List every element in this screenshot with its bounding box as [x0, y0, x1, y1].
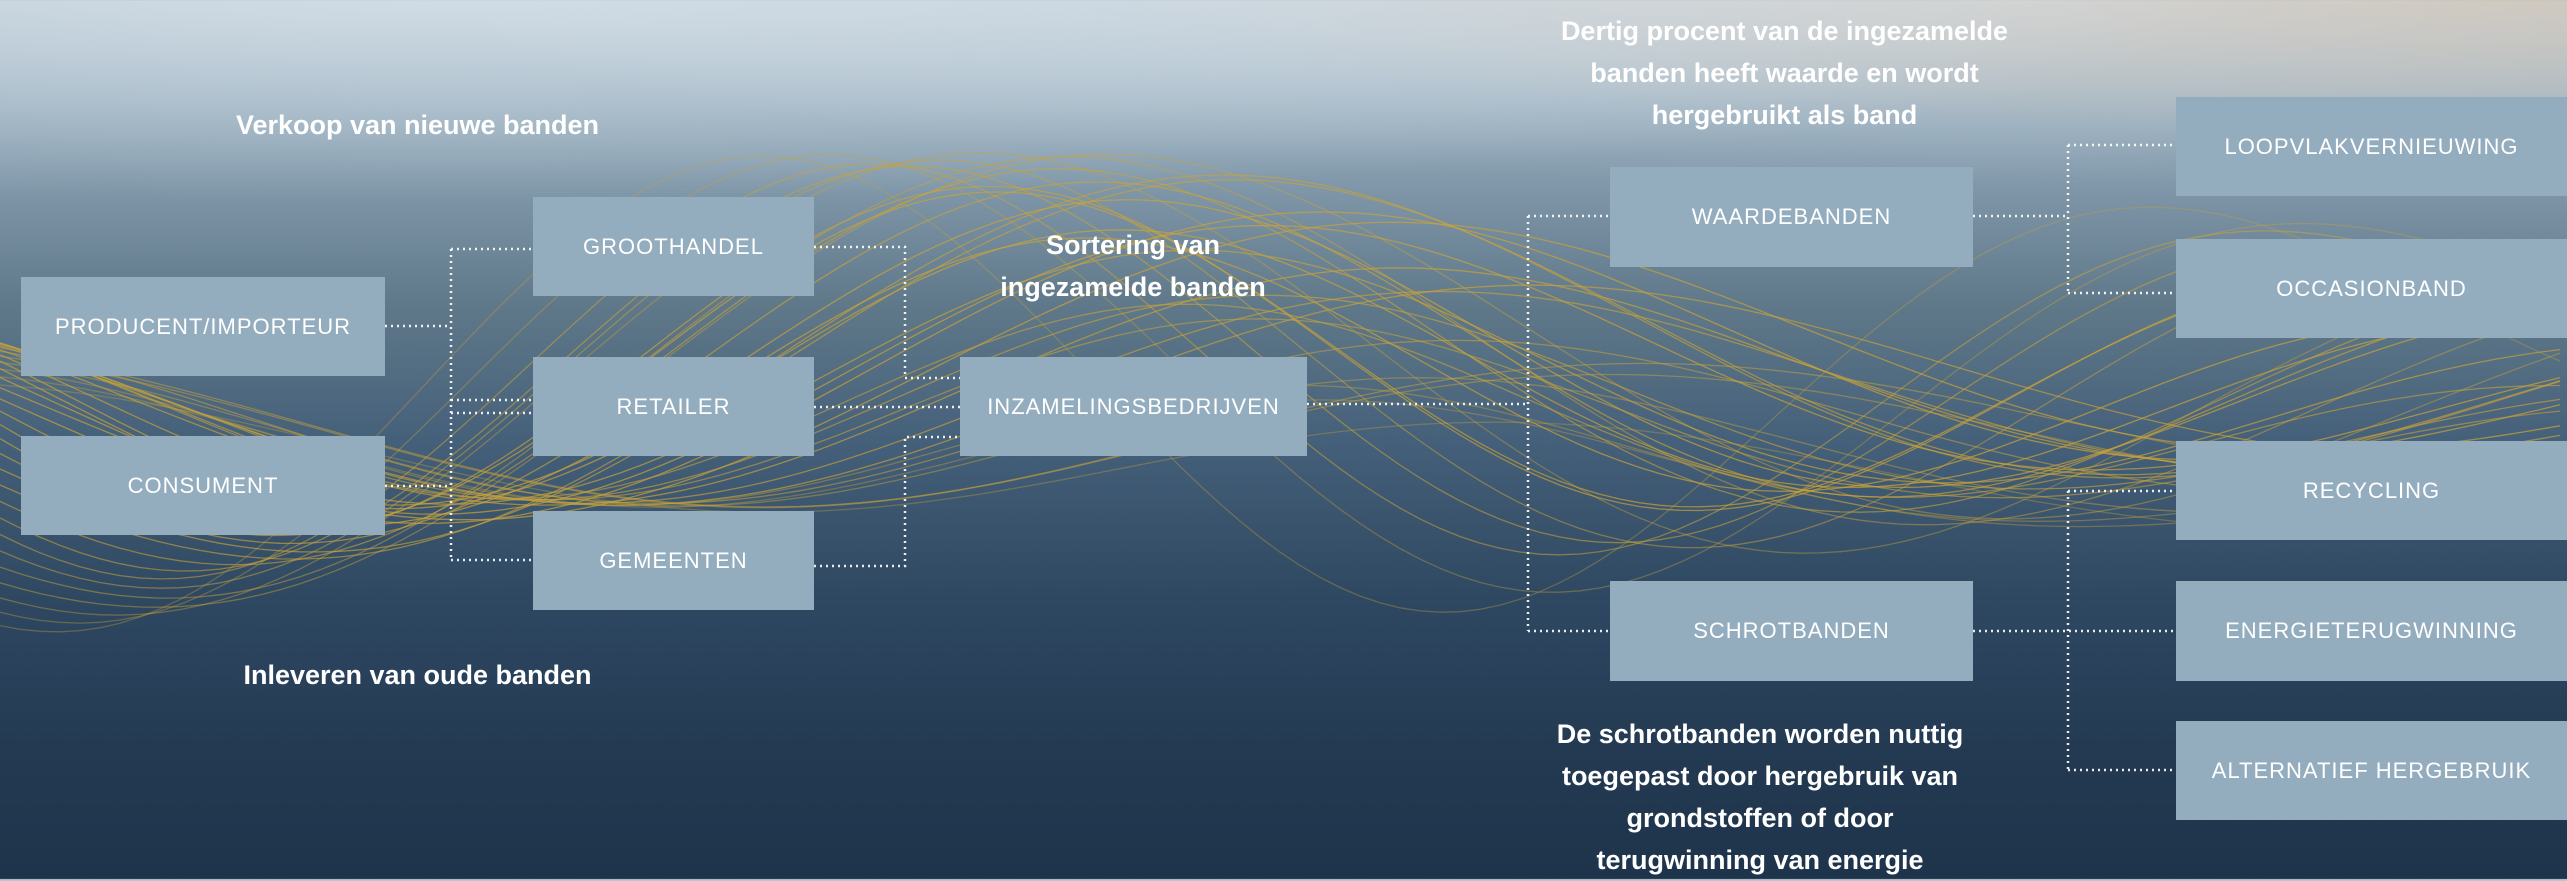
wave-line	[0, 155, 2561, 633]
wave-line	[0, 211, 2561, 525]
wave-line	[0, 179, 2561, 553]
node-producer: PRODUCENT/IMPORTEUR	[21, 277, 385, 376]
wave-line	[0, 229, 2561, 510]
node-value-tyres: WAARDEBANDEN	[1610, 167, 1973, 267]
note-sorting: Sortering van ingezamelde banden	[1000, 230, 1266, 302]
wave-line	[0, 174, 2561, 560]
node-consumer: CONSUMENT	[21, 436, 385, 535]
wave-line	[0, 294, 2561, 501]
node-recycling: RECYCLING	[2176, 441, 2567, 540]
wave-line	[0, 153, 2561, 608]
wave-line	[0, 303, 2561, 500]
node-used-tyre: OCCASIONBAND	[2176, 239, 2567, 338]
note-scrap-tyres: De schrotbanden worden nuttig toegepast …	[1556, 719, 1964, 875]
node-retreading: LOOPVLAKVERNIEUWING	[2176, 97, 2567, 196]
note-new-tyres: Verkoop van nieuwe banden	[235, 110, 600, 140]
connector-wholesale-out	[814, 245, 960, 380]
connector-municipalities-out	[814, 435, 960, 568]
wave-line	[0, 318, 2561, 501]
node-energy-recovery: ENERGIETERUGWINNING	[2176, 581, 2567, 681]
wave-line	[0, 221, 2561, 521]
wave-line	[0, 168, 2561, 566]
node-collectors: INZAMELINGSBEDRIJVEN	[960, 357, 1307, 456]
wave-line	[0, 284, 2561, 506]
wave-line	[0, 237, 2561, 506]
node-municipalities: GEMEENTEN	[533, 511, 814, 610]
node-alternative-reuse: ALTERNATIEF HERGEBRUIK	[2176, 721, 2567, 820]
wave-line	[0, 185, 2561, 537]
wave-line	[0, 152, 2561, 616]
node-wholesale: GROOTHANDEL	[533, 197, 814, 296]
note-value-tyres: Dertig procent van de ingezamelde banden…	[1560, 16, 2009, 130]
wave-line	[0, 155, 2561, 599]
wave-line	[0, 159, 2561, 589]
wave-line	[0, 154, 2561, 624]
note-old-tyres: Inleveren van oude banden	[243, 660, 592, 690]
wave-line	[0, 181, 2561, 545]
node-scrap-tyres: SCHROTBANDEN	[1610, 581, 1973, 681]
node-retailer: RETAILER	[533, 357, 814, 456]
